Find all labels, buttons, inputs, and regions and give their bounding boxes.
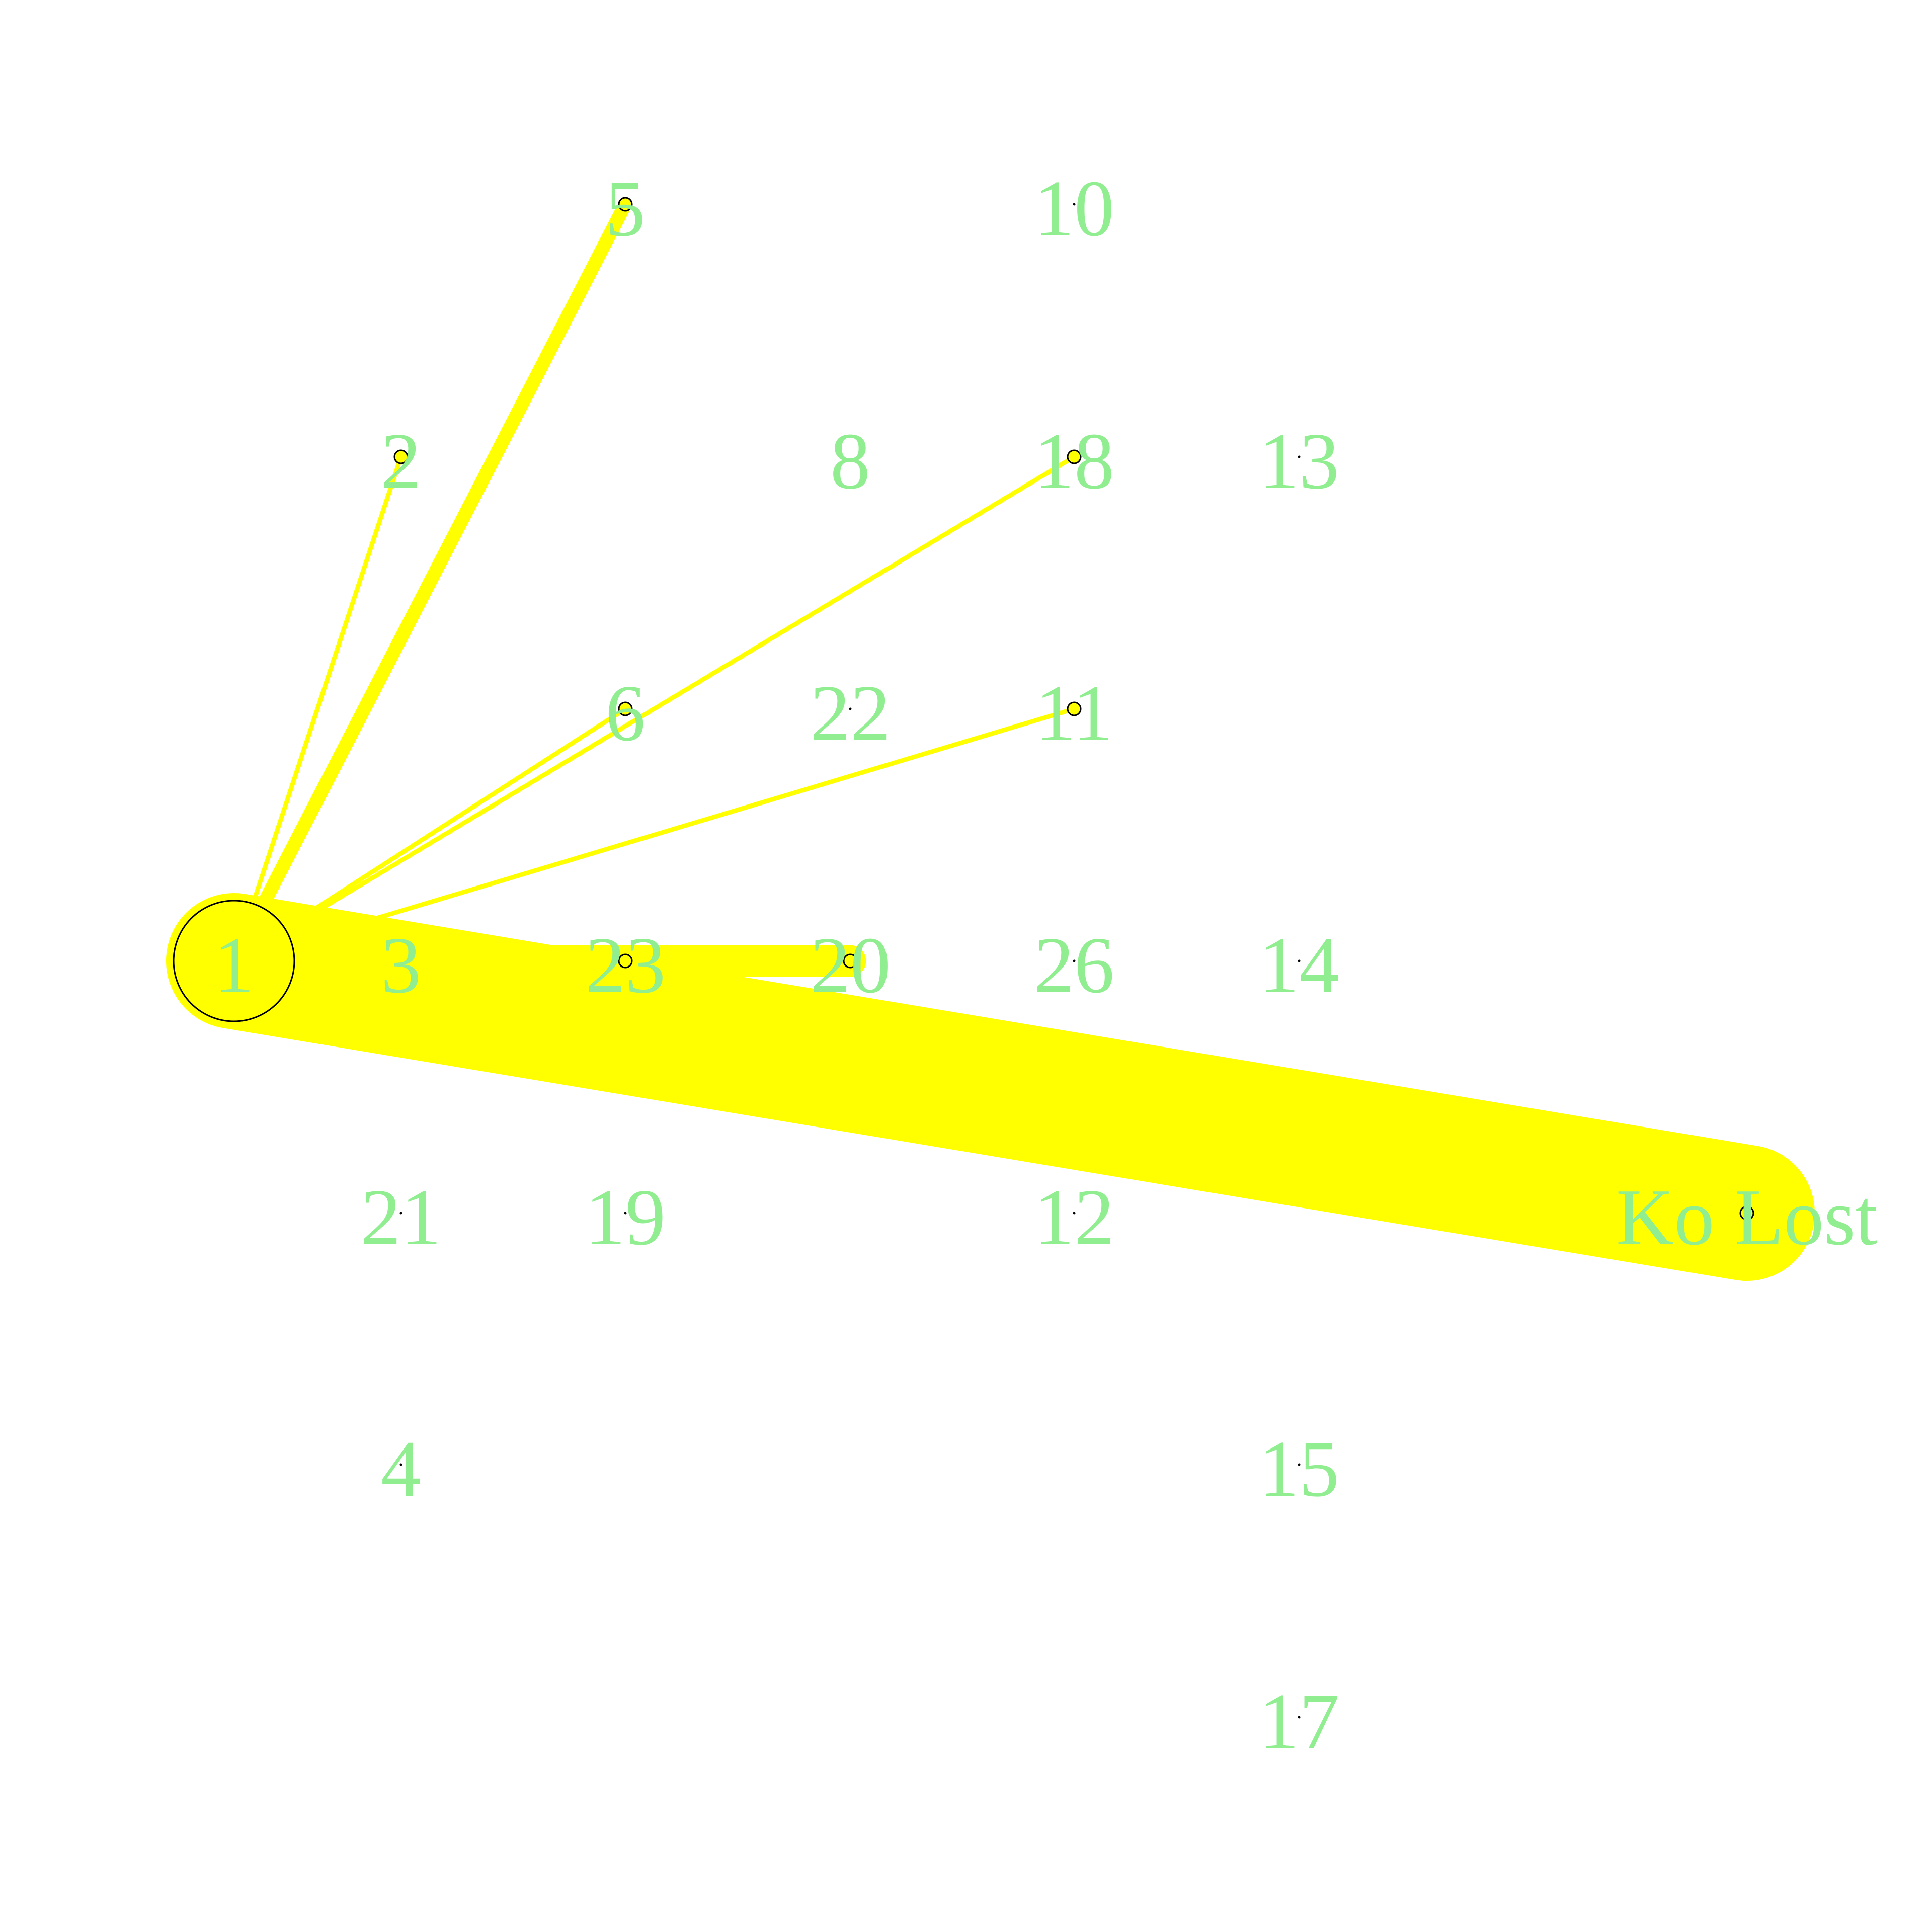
node-label-22: 22 — [810, 668, 891, 758]
node-ko-lost[interactable] — [1739, 1205, 1754, 1221]
node-label-18: 18 — [1034, 416, 1114, 506]
node-17[interactable] — [1298, 1716, 1301, 1719]
node-label-13: 13 — [1259, 416, 1339, 506]
node-11[interactable] — [1067, 701, 1082, 716]
node-14[interactable] — [1298, 959, 1301, 962]
node-1[interactable] — [173, 900, 295, 1022]
node-label-8: 8 — [830, 416, 870, 506]
node-2[interactable] — [393, 449, 409, 464]
node-label-26: 26 — [1034, 920, 1114, 1010]
node-label-5: 5 — [605, 164, 646, 253]
node-label-11: 11 — [1035, 668, 1113, 758]
edge-1-to-2 — [231, 456, 404, 962]
node-label-10: 10 — [1034, 164, 1114, 253]
node-23[interactable] — [618, 953, 633, 969]
node-5[interactable] — [618, 197, 633, 212]
node-6[interactable] — [618, 701, 633, 716]
node-4[interactable] — [399, 1463, 403, 1466]
node-15[interactable] — [1298, 1463, 1301, 1466]
node-label-6: 6 — [605, 668, 646, 758]
edge-1-to-6 — [232, 707, 627, 963]
node-label-12: 12 — [1034, 1172, 1114, 1262]
node-18[interactable] — [1067, 449, 1082, 464]
edge-1-to-18 — [232, 455, 1076, 963]
node-label-17: 17 — [1259, 1676, 1339, 1766]
node-label-19: 19 — [585, 1172, 666, 1262]
node-label-15: 15 — [1259, 1424, 1339, 1513]
edge-1-to-5 — [228, 201, 631, 964]
node-label-23: 23 — [585, 920, 666, 1010]
node-21[interactable] — [399, 1212, 403, 1215]
node-12[interactable] — [1073, 1212, 1076, 1215]
node-20[interactable] — [843, 953, 858, 969]
edge-1-to-11 — [233, 706, 1075, 963]
node-label-21: 21 — [361, 1172, 441, 1262]
node-label-20: 20 — [810, 920, 891, 1010]
graph-nodes — [173, 197, 1754, 1719]
node-10[interactable] — [1073, 203, 1076, 206]
node-22[interactable] — [849, 707, 852, 710]
node-19[interactable] — [624, 1212, 627, 1215]
graph-edges — [166, 201, 1815, 1281]
node-13[interactable] — [1298, 455, 1301, 458]
node-label-3: 3 — [381, 920, 421, 1010]
node-label-1: 1 — [214, 920, 254, 1010]
node-label-14: 14 — [1259, 920, 1339, 1010]
node-label-2: 2 — [381, 416, 421, 506]
edge-1-to-ko-lost — [166, 893, 1815, 1281]
node-label-4: 4 — [381, 1424, 421, 1513]
node-label-ko-lost: Ko Lost — [1616, 1172, 1878, 1262]
node-26[interactable] — [1073, 959, 1076, 962]
